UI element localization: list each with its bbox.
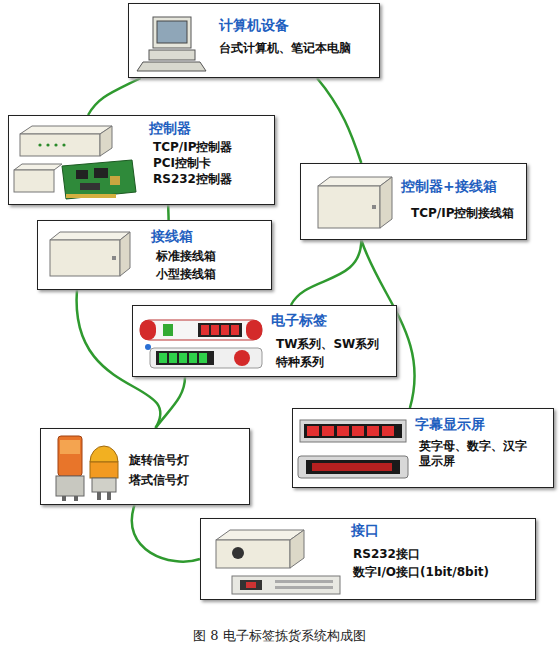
box-text: PCI控制卡 <box>153 156 211 171</box>
cable-line <box>291 240 361 305</box>
box-text: 特种系列 <box>276 355 324 370</box>
box-text: TCP/IP控制器 <box>153 140 232 155</box>
cable-line <box>167 205 170 220</box>
component-box: 接线箱标准接线箱小型接线箱 <box>37 220 272 290</box>
component-box: 计算机设备台式计算机、笔记本电脑 <box>128 3 380 78</box>
box-text: 英字母、数字、汉字显示屏 <box>419 439 537 469</box>
box-title: 接口 <box>351 522 379 540</box>
box-text: TW系列、SW系列 <box>276 337 379 352</box>
box-text: 标准接线箱 <box>156 249 216 264</box>
component-box: 电子标签 TW系列、SW系列特种系列 <box>132 305 397 377</box>
box-text: 台式计算机、笔记本电脑 <box>219 41 351 56</box>
cable-line <box>317 78 361 163</box>
box-text: TCP/IP控制接线箱 <box>411 206 514 221</box>
cable-line <box>132 505 200 562</box>
box-text: 数字I/O接口(1bit/8bit) <box>353 565 489 580</box>
box-text: 小型接线箱 <box>156 267 216 282</box>
box-title: 控制器+接线箱 <box>401 178 497 196</box>
box-title: 控制器 <box>149 120 191 138</box>
box-text: RS232控制器 <box>153 172 232 187</box>
cable-line <box>156 377 186 428</box>
box-text: RS232接口 <box>353 547 420 562</box>
component-box: 字幕显示屏英字母、数字、汉字显示屏 <box>292 408 554 488</box>
component-box: 接口 RS232接口数字I/O接口(1bit/8bit) <box>200 518 536 600</box>
box-title: 计算机设备 <box>219 17 289 35</box>
box-text: 塔式信号灯 <box>129 473 189 488</box>
component-box: 控制器 TCP/IP控制器PCI控制卡RS232控制器 <box>8 115 275 205</box>
cable-line <box>88 78 141 115</box>
box-title: 接线箱 <box>151 228 193 246</box>
box-text: 旋转信号灯 <box>129 453 189 468</box>
box-title: 字幕显示屏 <box>415 416 485 434</box>
component-box: 控制器+接线箱 TCP/IP控制接线箱 <box>300 163 527 240</box>
figure-caption: 图 8 电子标签拣货系统构成图 <box>0 627 559 645</box>
component-box: 旋转信号灯塔式信号灯 <box>40 428 250 505</box>
box-title: 电子标签 <box>271 312 327 330</box>
